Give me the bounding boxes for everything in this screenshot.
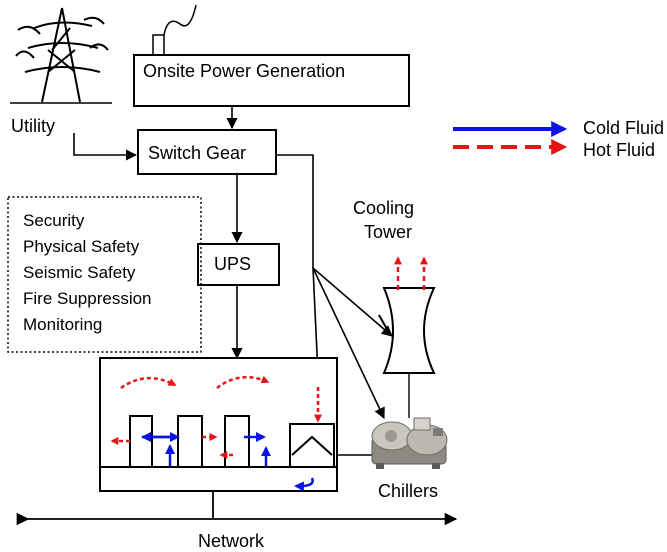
generator-exhaust-icon	[152, 4, 197, 56]
cooling-tower	[378, 287, 436, 403]
server-rack	[129, 415, 153, 468]
legend-hot-label: Hot Fluid	[583, 140, 655, 160]
chillers-label: Chillers	[378, 481, 438, 501]
hub-to-chiller	[312, 267, 385, 420]
chiller-unit-icon	[371, 417, 448, 469]
service-item: Fire Suppression	[23, 289, 152, 308]
utility-to-switchgear	[73, 133, 138, 161]
network-bus	[16, 491, 458, 526]
switch-gear-label: Switch Gear	[148, 143, 246, 163]
utility-label: Utility	[11, 116, 55, 136]
ups-label: UPS	[214, 254, 251, 274]
transmission-tower-icon	[10, 7, 112, 104]
service-item: Physical Safety	[23, 237, 140, 256]
onsite-power-box	[133, 54, 410, 107]
service-item: Seismic Safety	[23, 263, 136, 282]
switchgear-to-hub	[276, 154, 314, 268]
hub-to-cooling-tower	[312, 267, 393, 337]
facility-services-box	[7, 196, 202, 353]
cooling-tower-label: Cooling	[353, 198, 414, 218]
cold-air-flows	[141, 432, 314, 492]
raised-floor	[99, 466, 338, 492]
cooling-tower-label: Tower	[364, 222, 412, 242]
network-label: Network	[198, 531, 265, 551]
switch-gear-box	[137, 129, 277, 175]
legend: Cold Fluid Hot Fluid	[453, 118, 664, 160]
onsite-power-label: Onsite Power Generation	[143, 61, 345, 81]
service-item: Security	[23, 211, 85, 230]
ups-box	[197, 243, 280, 286]
server-rack	[224, 415, 250, 468]
data-center-room	[99, 357, 338, 492]
legend-cold-label: Cold Fluid	[583, 118, 664, 138]
hot-air-flows	[110, 375, 323, 460]
service-item: Monitoring	[23, 315, 102, 334]
crah-unit	[289, 423, 335, 468]
server-rack	[177, 415, 203, 468]
